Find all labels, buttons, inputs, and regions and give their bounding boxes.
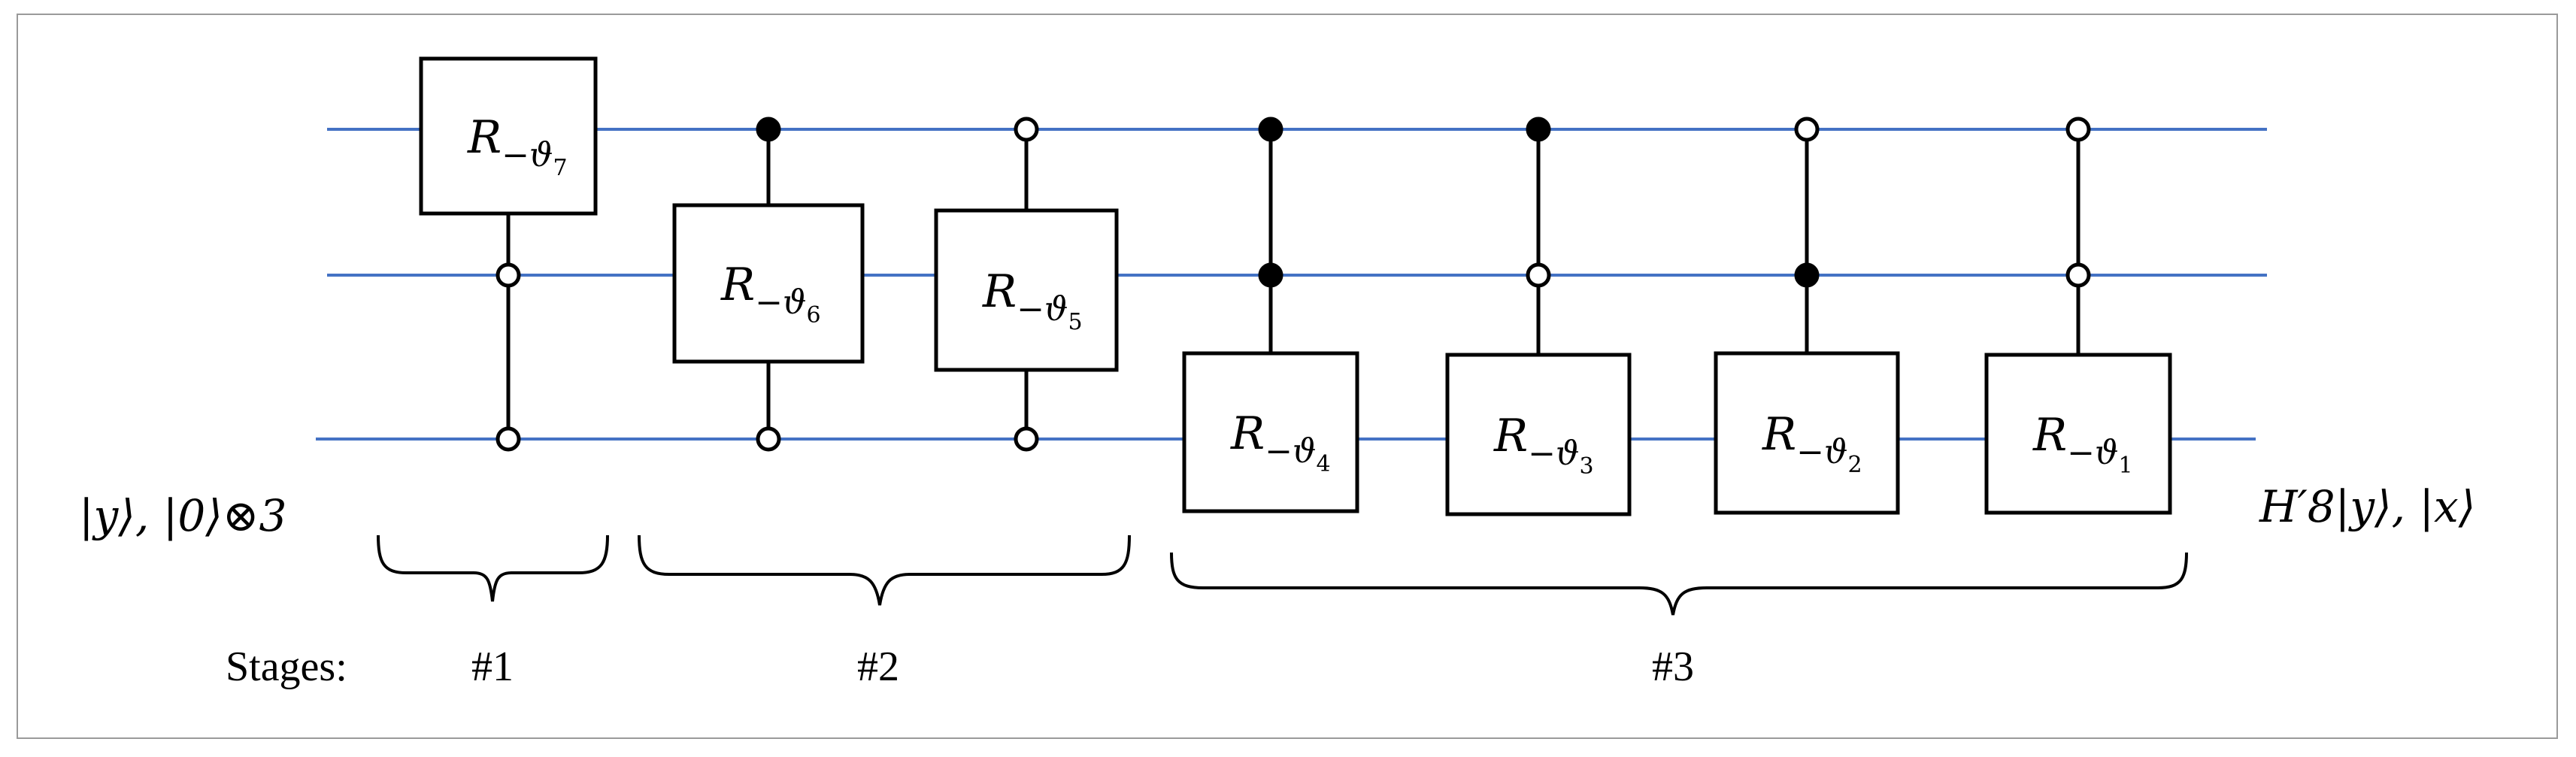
filled-control-dot (1258, 117, 1283, 142)
open-control-dot (1794, 117, 1820, 142)
open-control-dot (2065, 262, 2091, 288)
stage-label-3: #3 (1652, 643, 1694, 690)
gate-3: R−ϑ5 (934, 117, 1119, 452)
open-control-dot (1526, 262, 1551, 288)
gate-box (1445, 353, 1632, 516)
stage-brace-2 (638, 534, 1131, 606)
open-control-dot (496, 262, 521, 288)
gate-box (419, 56, 598, 216)
gate-box (934, 208, 1119, 372)
diagram-frame (17, 14, 2558, 739)
gate-box (1182, 351, 1359, 513)
stage-braces (377, 534, 2188, 616)
filled-control-dot (756, 117, 781, 142)
filled-control-dot (1794, 262, 1820, 288)
gates-layer: R−ϑ7R−ϑ6 R−ϑ5R−ϑ4 R−ϑ3 R−ϑ2 R−ϑ1 (419, 56, 2172, 516)
gate-label: R−ϑ7 (467, 111, 568, 181)
gate-5: R−ϑ3 (1445, 117, 1632, 516)
gate-label: R−ϑ5 (982, 265, 1083, 335)
stages-label: Stages: (226, 643, 347, 690)
open-control-dot (496, 426, 521, 452)
gate-box (1984, 353, 2172, 515)
gate-box (1714, 351, 1900, 515)
gate-6: R−ϑ2 (1714, 117, 1900, 515)
output-state-label: H′8|y⟩, |x⟩ (2259, 481, 2475, 532)
gate-label: R−ϑ3 (1493, 410, 1594, 480)
gate-1: R−ϑ7 (419, 56, 598, 452)
filled-control-dot (1258, 262, 1283, 288)
input-state-label: |y⟩, |0⟩⊗3 (79, 490, 286, 541)
open-control-dot (2065, 117, 2091, 142)
open-control-dot (1014, 426, 1039, 452)
stage-brace-3 (1170, 552, 2188, 616)
gate-label: R−ϑ2 (1762, 408, 1862, 478)
gate-4: R−ϑ4 (1182, 117, 1359, 513)
stage-label-1: #1 (471, 643, 514, 690)
gate-label: R−ϑ4 (1230, 407, 1331, 477)
gate-box (672, 203, 865, 364)
stage-label-2: #2 (857, 643, 899, 690)
gate-label: R−ϑ1 (2032, 409, 2133, 479)
stage-brace-1 (377, 534, 609, 602)
gate-label: R−ϑ6 (720, 259, 821, 329)
open-control-dot (1014, 117, 1039, 142)
open-control-dot (756, 426, 781, 452)
gate-7: R−ϑ1 (1984, 117, 2172, 515)
gate-2: R−ϑ6 (672, 117, 865, 452)
filled-control-dot (1526, 117, 1551, 142)
